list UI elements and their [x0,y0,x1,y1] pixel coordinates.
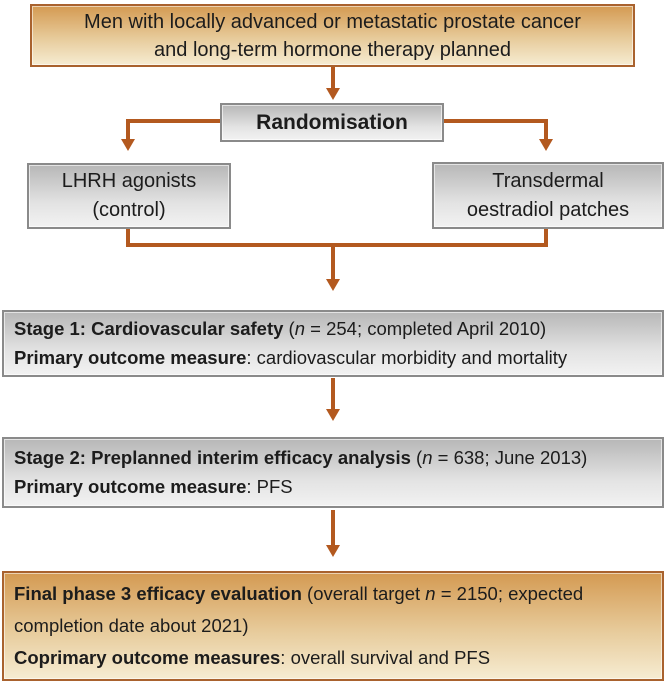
stage1-n-symbol: n [294,318,306,340]
stage1-title-bold: Stage 1: Cardiovascular safety [14,318,284,340]
control-arm-line1: LHRH agonists [61,170,197,192]
stage2-title: Stage 2: Preplanned interim efficacy ana… [14,447,652,469]
final-title-pre-n: (overall target [301,583,426,604]
arrow-randomisation-to-control-arm [121,119,220,151]
stage2-box: Stage 2: Preplanned interim efficacy ana… [2,437,664,508]
stage1-outcome: Primary outcome measure: cardiovascular … [14,347,652,369]
stage1-box: Stage 1: Cardiovascular safety (n = 254;… [2,310,664,377]
final-n-symbol: n [425,583,436,604]
stage2-outcome-rest: : PFS [246,476,293,498]
final-outcome-rest: : overall survival and PFS [280,647,491,668]
control-arm-line2: (control) [92,199,166,221]
randomisation-label: Randomisation [256,110,408,134]
arrow-stage2-to-final [326,510,340,557]
eligibility-line1: Men with locally advanced or metastatic … [84,10,581,33]
stage2-title-bold: Stage 2: Preplanned interim efficacy ana… [14,446,411,468]
stage2-title-post-n: = 638; June 2013) [432,446,588,468]
stage1-outcome-rest: : cardiovascular morbidity and mortality [246,346,568,368]
stage1-title-post-n: = 254; completed April 2010) [305,318,547,340]
final-title-post-n: = 2150; expected [435,583,584,604]
arrow-arms-to-stage1 [126,228,548,291]
final-outcome-bold: Coprimary outcome measures [14,647,281,668]
stage1-title: Stage 1: Cardiovascular safety (n = 254;… [14,318,652,340]
arrow-randomisation-to-treatment-arm [443,119,553,151]
final-title-bold: Final phase 3 efficacy evaluation [14,583,302,604]
stage1-title-pre-n: ( [283,318,295,340]
arrow-eligibility-to-randomisation [326,67,340,100]
eligibility-box: Men with locally advanced or metastatic … [30,4,635,67]
final-phase-box: Final phase 3 efficacy evaluation (overa… [2,571,664,681]
stage1-outcome-bold: Primary outcome measure [14,346,247,368]
final-title-line1: Final phase 3 efficacy evaluation (overa… [14,583,652,605]
stage2-outcome-bold: Primary outcome measure [14,476,247,498]
treatment-arm-box: Transdermal oestradiol patches [432,162,664,229]
control-arm-box: LHRH agonists (control) [27,163,231,229]
eligibility-line2: and long-term hormone therapy planned [154,38,511,61]
stage2-n-symbol: n [422,446,433,468]
stage2-outcome: Primary outcome measure: PFS [14,476,652,498]
arrow-stage1-to-stage2 [326,378,340,421]
treatment-arm-line2: oestradiol patches [466,198,630,221]
randomisation-box: Randomisation [220,103,444,142]
stage2-title-pre-n: ( [410,446,423,468]
final-title-line2: completion date about 2021) [14,615,249,636]
final-outcome: Coprimary outcome measures: overall surv… [14,647,652,669]
treatment-arm-line1: Transdermal [492,169,604,192]
